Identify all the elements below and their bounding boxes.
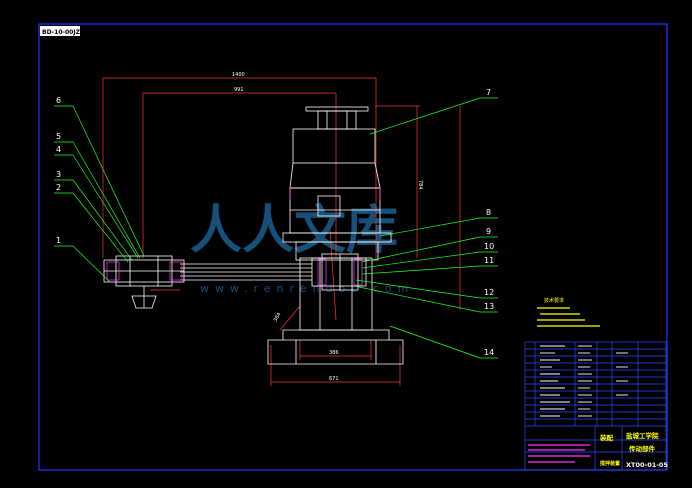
part-number-10: 10 [484,242,494,251]
part-number-9: 9 [486,227,491,236]
leader-lines [54,97,498,359]
part-number-14: 14 [484,348,494,357]
title-block-school: 盐城工学院 [626,431,659,440]
dim-side: 384 [273,312,283,323]
drawing-frame [38,23,668,471]
drawing-tag-text: BD-10-00JZ [42,29,81,36]
dim-inner: 991 [234,87,244,93]
part-number-1: 1 [56,236,61,245]
coupling-details [106,186,381,286]
title-block-subtitle: 搅拌装置 [600,460,620,467]
technical-notes: 技术要求 [537,297,600,327]
part-number-6: 6 [56,96,61,105]
parts-list-grid [524,341,667,471]
title-block-name: 装配 [599,433,614,442]
signature-rows [528,444,590,463]
part-number-3: 3 [56,170,61,179]
parts-list-entries [540,345,628,417]
notes-title: 技术要求 [544,297,564,304]
watermark: 人人文库 www.renrendoc.com [190,200,408,295]
dim-base-total: 671 [329,376,339,382]
part-number-7: 7 [486,88,491,97]
title-block-drawing-no: XT00-01-05 [626,461,668,469]
part-number-8: 8 [486,208,491,217]
part-number-5: 5 [56,132,61,141]
drawing-tag: BD-10-00JZ [40,26,81,36]
part-number-11: 11 [484,256,494,265]
dim-base-width: 386 [329,350,339,356]
part-number-2: 2 [56,183,61,192]
part-number-4: 4 [56,145,61,154]
assembly-outline [103,106,404,365]
watermark-text: 人人文库 [190,200,398,261]
part-number-12: 12 [484,288,494,297]
title-block-part-type: 传动部件 [628,444,656,453]
title-block-text: 装配 搅拌装置 盐城工学院 传动部件 XT00-01-05 [599,431,668,469]
part-numbers: 1 2 3 4 5 6 7 8 9 10 11 12 13 14 [56,88,494,357]
dim-overall: 1400 [232,72,245,78]
dimension-lines [102,77,461,386]
part-number-13: 13 [484,302,494,311]
dim-height: 784 [417,180,423,190]
dimension-labels: 1400 991 784 386 671 384 [232,72,423,382]
